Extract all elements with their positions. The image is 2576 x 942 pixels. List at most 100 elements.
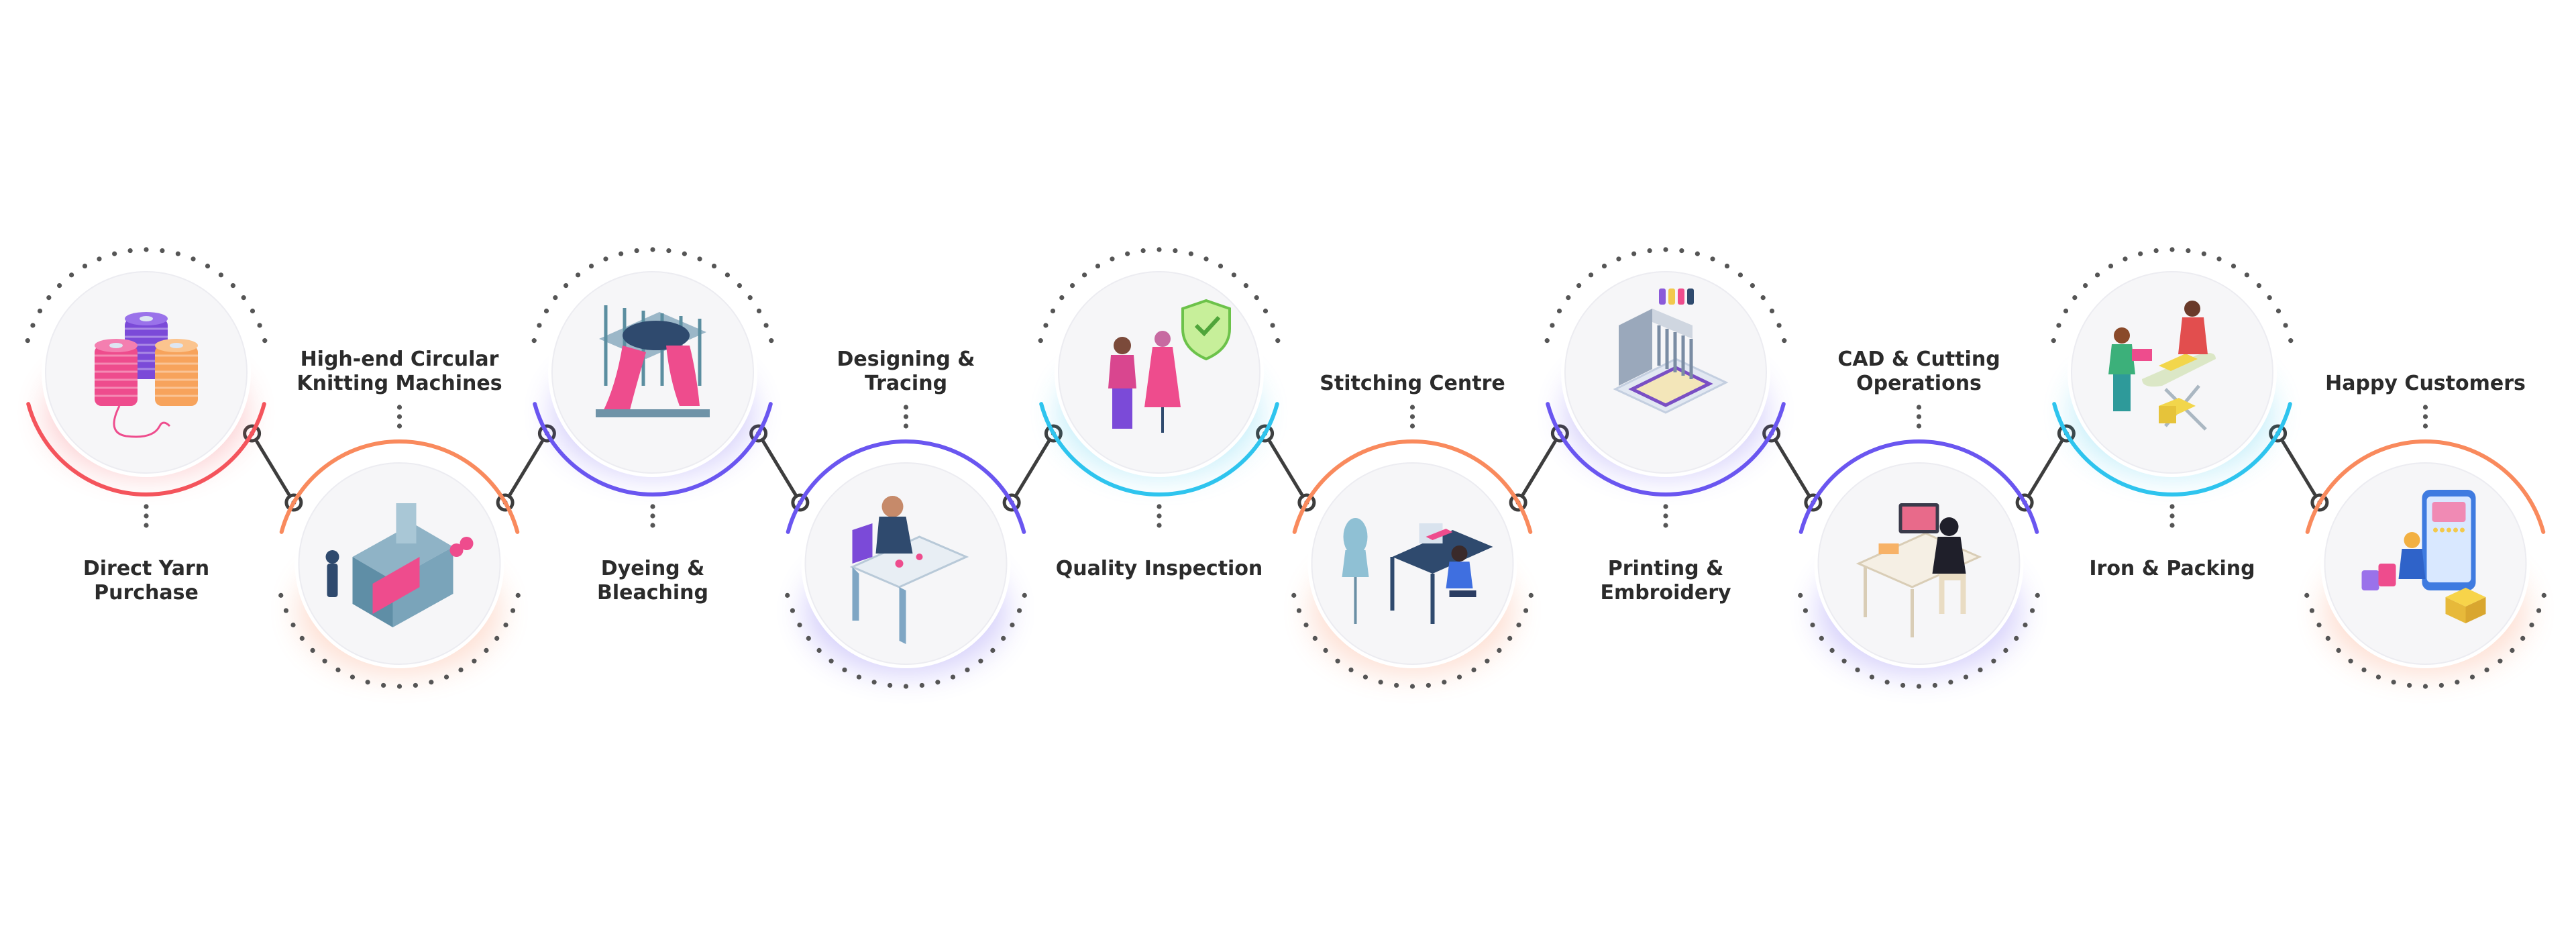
label-dot <box>1663 513 1668 519</box>
connector-line <box>757 431 802 505</box>
dotted-arc-dot <box>903 684 909 689</box>
dotted-arc-dot <box>634 248 639 254</box>
dotted-arc-dot <box>711 263 717 269</box>
step-node-quality-inspection <box>1038 247 1281 528</box>
step-label-designing-tracing: Designing & Tracing <box>837 348 975 395</box>
dotted-arc-dot <box>666 248 672 254</box>
dotted-arc-dot <box>543 308 549 314</box>
label-dot <box>1409 405 1415 410</box>
step-label-happy-customers: Happy Customers <box>2325 372 2526 395</box>
dotted-arc-dot <box>747 295 753 301</box>
dotted-arc-dot <box>257 323 262 328</box>
dotted-arc-dot <box>724 272 731 278</box>
dotted-arc-dot <box>2201 251 2206 256</box>
label-dot <box>1663 523 1668 528</box>
dotted-arc-dot <box>816 647 822 653</box>
dotted-arc-dot <box>2336 647 2341 653</box>
dotted-arc-dot <box>1348 667 1354 673</box>
dotted-arc-dot <box>2529 622 2534 628</box>
dotted-arc-dot <box>262 338 268 344</box>
dotted-arc-dot <box>1140 248 1146 254</box>
dotted-arc-dot <box>1556 308 1562 314</box>
step-label-circular-knitting: High-end Circular Knitting Machines <box>297 348 502 395</box>
dotted-arc-dot <box>2153 248 2159 254</box>
dotted-arc-dot <box>127 248 133 254</box>
dotted-arc-dot <box>1829 647 1835 653</box>
step-label-printing-embroidery: Printing & Embroidery <box>1600 557 1731 605</box>
dotted-arc-dot <box>2422 684 2428 689</box>
label-dot <box>1157 523 1162 528</box>
label-dot <box>1157 513 1162 519</box>
dotted-arc-dot <box>697 256 702 262</box>
dotted-arc-dot <box>1782 338 1787 344</box>
dotted-arc-dot <box>1798 592 1803 598</box>
dotted-arc-dot <box>2438 682 2444 688</box>
embroidery-machine-icon <box>1613 289 1729 414</box>
dotted-arc-dot <box>2108 263 2114 269</box>
colored-arc <box>26 402 266 496</box>
dotted-arc-dot <box>2051 338 2056 344</box>
dotted-arc-dot <box>2138 251 2143 256</box>
dotted-arc-dot <box>1916 684 1922 689</box>
dotted-arc-dot <box>1507 635 1513 641</box>
label-dot <box>1409 414 1415 419</box>
label-dot <box>396 423 402 429</box>
dotted-arc-dot <box>1588 272 1594 278</box>
dotted-arc-dot <box>2309 608 2315 613</box>
dotted-arc-dot <box>2455 680 2460 685</box>
dotted-arc-dot <box>1203 256 1209 262</box>
dotted-arc-dot <box>503 622 508 628</box>
dotted-arc-dot <box>443 674 449 680</box>
dotted-arc-dot <box>2186 248 2191 254</box>
dotted-arc-dot <box>763 323 769 328</box>
dotted-arc-dot <box>842 667 847 673</box>
dotted-arc-dot <box>1270 323 1275 328</box>
dotted-arc-dot <box>1038 338 1043 344</box>
dotted-arc-dot <box>1362 674 1368 680</box>
dotted-arc-dot <box>205 263 211 269</box>
label-dot <box>903 423 909 429</box>
step-label-iron-packing: Iron & Packing <box>2089 557 2255 580</box>
dotted-arc-dot <box>218 272 224 278</box>
dotted-arc-dot <box>1884 680 1890 685</box>
dotted-arc-dot <box>56 282 62 289</box>
label-dot <box>650 504 655 509</box>
dotted-arc-dot <box>2003 647 2008 653</box>
dotted-arc-dot <box>191 256 196 262</box>
dotted-arc-dot <box>1001 635 1006 641</box>
designer-desk-icon <box>849 496 969 644</box>
ironing-board-icon <box>2108 301 2216 431</box>
dotted-arc-dot <box>553 295 558 301</box>
dotted-arc-dot <box>2375 674 2381 680</box>
dotted-arc-dot <box>2288 338 2294 344</box>
dotted-arc-dot <box>2283 323 2288 328</box>
colored-arc <box>1799 439 2039 534</box>
dotted-arc-dot <box>1497 647 1502 653</box>
dotted-arc-dot <box>1663 247 1668 252</box>
dotted-arc-dot <box>990 647 996 653</box>
dotted-arc-dot <box>1810 622 1815 628</box>
step-node-stitching-centre <box>1291 405 1534 689</box>
dotted-arc-dot <box>1631 251 1637 256</box>
step-node-cad-cutting <box>1798 405 2040 689</box>
dotted-arc-dot <box>790 608 796 613</box>
yarn-spools-icon <box>95 312 198 438</box>
dotted-arc-dot <box>1218 263 1224 269</box>
dotted-arc-dot <box>2304 592 2310 598</box>
dotted-arc-dot <box>25 338 30 344</box>
shopping-phone-icon <box>2361 490 2486 623</box>
colored-arc <box>1039 402 1279 496</box>
step-node-dyeing-bleaching <box>531 247 774 528</box>
connector-line <box>1263 431 1309 505</box>
dotted-arc-dot <box>1855 667 1860 673</box>
dotted-arc-dot <box>797 622 802 628</box>
dotted-arc-dot <box>1303 622 1309 628</box>
dotted-arc-dot <box>1335 658 1340 664</box>
dotted-arc-dot <box>2407 682 2412 688</box>
dotted-arc-dot <box>1378 680 1383 685</box>
connector-line <box>1770 431 1815 505</box>
dotted-arc-dot <box>1409 684 1415 689</box>
dotted-arc-dot <box>1157 247 1162 252</box>
dotted-arc-dot <box>1323 647 1328 653</box>
